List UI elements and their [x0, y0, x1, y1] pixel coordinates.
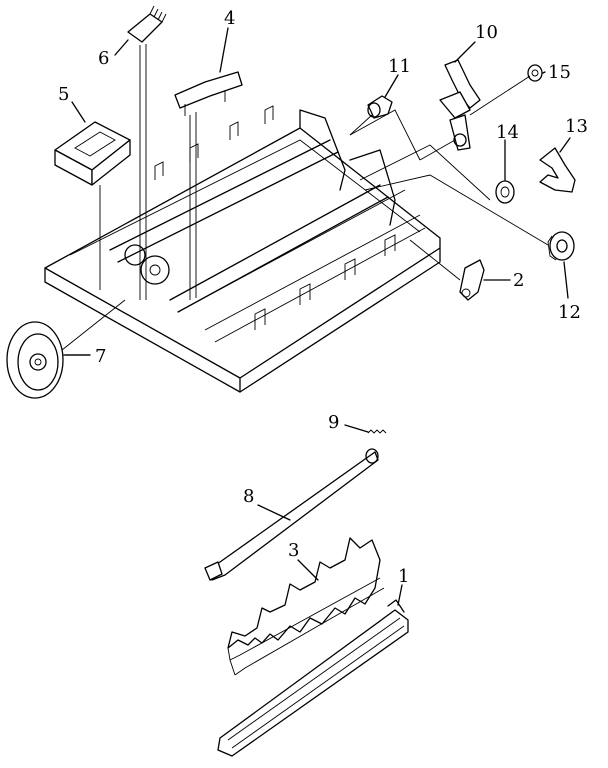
part-13-clip: [539, 147, 576, 193]
part-9-spring: [367, 429, 387, 434]
callout-4: 4: [224, 8, 235, 29]
callout-14: 14: [496, 122, 519, 143]
part-2-latch: [459, 259, 485, 301]
part-4-bracket: [174, 71, 243, 300]
callout-9: 9: [328, 412, 339, 433]
part-8-shaft: [204, 448, 379, 581]
callout-6: 6: [98, 48, 109, 69]
callout-3: 3: [288, 540, 299, 561]
part-14-gear: [495, 180, 515, 204]
part-7-motor: [6, 299, 126, 399]
callout-7: 7: [95, 346, 106, 367]
callout-5: 5: [58, 84, 69, 105]
part-10-lever: [439, 59, 481, 151]
callout-10: 10: [475, 22, 498, 43]
main-frame: [44, 105, 441, 393]
callout-1: 1: [398, 566, 409, 587]
part-3-comb-plate: [227, 537, 385, 676]
leader-lines: [64, 27, 571, 606]
callout-8: 8: [243, 486, 254, 507]
part-5-block: [54, 121, 131, 290]
callout-12: 12: [558, 302, 581, 323]
part-15-screw: [527, 64, 543, 82]
callout-11: 11: [388, 56, 411, 77]
part-6-connector: [127, 5, 167, 300]
part-1-rail: [217, 599, 409, 757]
part-12-roller: [547, 231, 575, 261]
assembly-lines: [349, 75, 549, 281]
part-11-knob: [367, 95, 393, 119]
callout-15: 15: [548, 62, 571, 83]
callouts: 6 4 5 7 11 10 15 14 13 12 2 9 8 3 1: [58, 8, 588, 587]
callout-2: 2: [513, 270, 524, 291]
callout-13: 13: [565, 116, 588, 137]
